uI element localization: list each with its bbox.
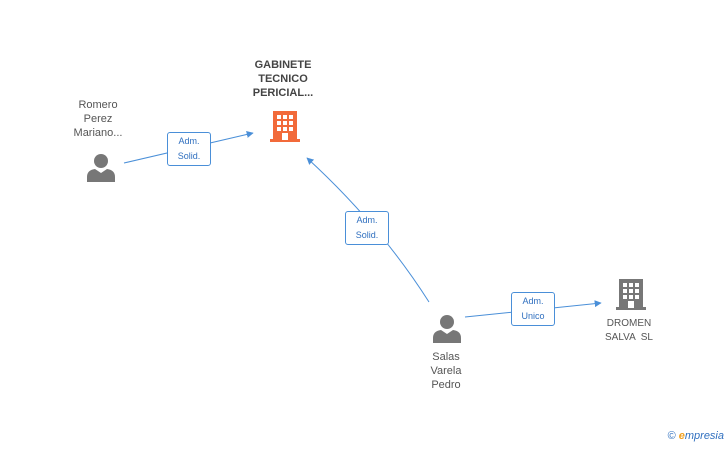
person-name-line: Salas xyxy=(432,351,460,363)
role-badge-line: Adm. xyxy=(356,215,378,225)
building-icon-dromen[interactable] xyxy=(614,277,648,311)
company-name-line: SALVA SL xyxy=(605,332,653,343)
role-badge-salas-dromen[interactable]: Adm. Unico xyxy=(511,292,555,326)
brand-name: mpresia xyxy=(684,430,724,442)
company-dromen-name[interactable]: DROMEN SALVA SL xyxy=(589,317,669,345)
role-badge-line: Unico xyxy=(521,311,545,321)
person-name-line: Mariano... xyxy=(73,127,123,139)
person-name-line: Romero xyxy=(78,99,118,111)
role-badge-line: Adm. xyxy=(522,296,544,306)
person-romero-name[interactable]: Romero Perez Mariano... xyxy=(58,98,138,140)
person-icon-salas[interactable] xyxy=(432,313,462,343)
person-name-line: Pedro xyxy=(431,379,461,391)
main-company-name-line: TECNICO xyxy=(258,73,308,85)
person-name-line: Perez xyxy=(83,113,113,125)
company-name-line: DROMEN xyxy=(606,318,652,329)
person-icon-romero[interactable] xyxy=(86,152,116,182)
empresia-logo: ©empresia xyxy=(668,430,724,442)
person-salas-name[interactable]: Salas Varela Pedro xyxy=(406,350,486,392)
main-company-name[interactable]: GABINETE TECNICO PERICIAL... xyxy=(233,58,333,100)
role-badge-romero[interactable]: Adm. Solid. xyxy=(167,132,211,166)
person-name-line: Varela xyxy=(430,365,462,377)
copyright-symbol: © xyxy=(667,430,676,442)
role-badge-salas-gabinete[interactable]: Adm. Solid. xyxy=(345,211,389,245)
building-icon-main[interactable] xyxy=(268,109,302,143)
main-company-name-line: GABINETE xyxy=(254,59,312,71)
role-badge-line: Solid. xyxy=(177,151,201,161)
role-badge-line: Solid. xyxy=(355,230,379,240)
role-badge-line: Adm. xyxy=(178,136,200,146)
brand-initial: e xyxy=(678,430,685,442)
main-company-name-line: PERICIAL... xyxy=(252,87,314,99)
